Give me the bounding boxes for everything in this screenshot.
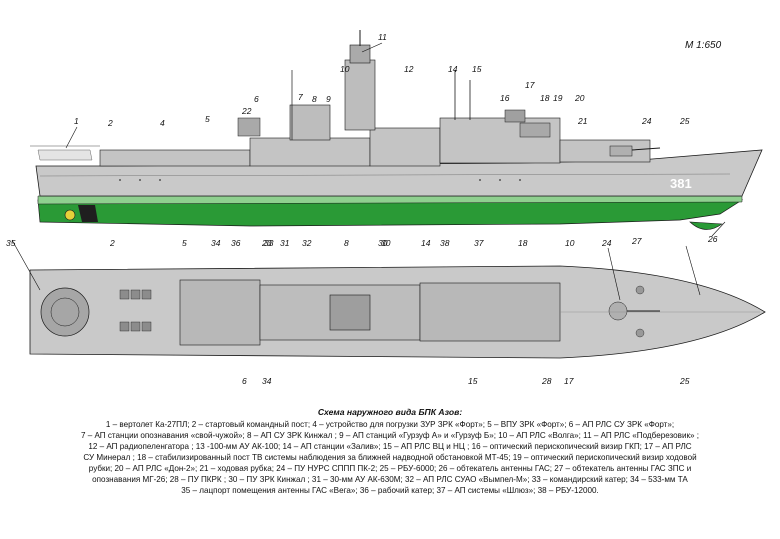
propeller (64, 209, 76, 221)
callout: 18 (518, 238, 528, 248)
callout: 2 (107, 118, 113, 128)
callout: 8 (312, 94, 317, 104)
sonar-dome (689, 221, 723, 230)
callout: 2 (109, 238, 115, 248)
callout: 1 (74, 116, 79, 126)
leader-lines (11, 42, 726, 301)
callout: 26 (707, 234, 718, 244)
helipad (40, 287, 90, 337)
callout: 24 (601, 238, 612, 248)
hull-number: 381 (670, 176, 692, 191)
profile-callouts: 1 2 4 5 6 7 8 9 10 11 12 14 15 16 17 18 … (6, 32, 718, 248)
callout: 15 (472, 64, 482, 74)
callout: 15 (468, 376, 478, 386)
callout: 19 (553, 93, 563, 103)
scale-label: М 1:650 (685, 40, 722, 51)
callout: 35 (6, 238, 16, 248)
callout: 18 (540, 93, 550, 103)
callout: 34 (211, 238, 221, 248)
callout: 8 (344, 238, 349, 248)
callout: 21 (577, 116, 588, 126)
legend-line: 1 – вертолет Ка-27ПЛ; 2 – стартовый кома… (105, 420, 675, 429)
caption: Схема наружного вида БПК Азов: 1 – верто… (0, 407, 780, 496)
plan-callouts: 2 5 6 8 10 14 15 17 18 24 25 28 30 31 32… (109, 238, 690, 386)
callout: 14 (421, 238, 431, 248)
callout: 32 (302, 238, 312, 248)
caption-title: Схема наружного вида БПК Азов: (317, 407, 463, 417)
callout: 12 (404, 64, 414, 74)
callout: 30 (378, 238, 388, 248)
callout: 37 (474, 238, 484, 248)
callout: 34 (262, 376, 272, 386)
callout: 25 (679, 116, 690, 126)
callout: 10 (565, 238, 575, 248)
callout: 10 (340, 64, 350, 74)
legend-line: 12 – АП радиопеленгатора ; 13 -100-мм АУ… (88, 442, 692, 451)
legend-line: 35 – лацпорт помещения антенны ГАС «Вега… (181, 486, 599, 495)
callout: 33 (264, 238, 274, 248)
helicopter (37, 149, 93, 161)
legend-line: опознавания МГ-26; 28 – ПУ ПКРК ; 30 – П… (92, 475, 688, 484)
callout: 20 (574, 93, 585, 103)
callout: 30 (381, 238, 391, 248)
callout: 6 (254, 94, 259, 104)
ship-drawing: 381 1 2 4 5 6 7 8 9 10 11 12 (6, 30, 766, 386)
callout: 7 (298, 92, 303, 102)
callout: 17 (525, 80, 535, 90)
legend-line: рубки; 20 – АП РЛС «Дон-2»; 21 – ходовая… (88, 464, 692, 473)
callout: 5 (182, 238, 187, 248)
top-plan (29, 265, 766, 359)
callout: 24 (641, 116, 652, 126)
callout: 17 (564, 376, 574, 386)
callout: 36 (231, 238, 241, 248)
callout: 31 (280, 238, 290, 248)
legend-line: СУ Минерал ; 18 – стабилизированный пост… (83, 453, 697, 462)
callout: 25 (679, 376, 690, 386)
underwater-hull (37, 199, 744, 227)
callout: 22 (241, 106, 252, 116)
callout: 23 (261, 238, 272, 248)
callout: 11 (378, 32, 387, 42)
callout: 16 (500, 93, 510, 103)
callout: 28 (541, 376, 552, 386)
callout: 6 (242, 376, 247, 386)
callout: 4 (160, 118, 165, 128)
callout: 5 (205, 114, 210, 124)
callout: 14 (448, 64, 458, 74)
callout: 38 (440, 238, 450, 248)
legend: 1 – вертолет Ка-27ПЛ; 2 – стартовый кома… (0, 419, 780, 496)
legend-line: 7 – АП станции опознавания «свой-чужой»;… (80, 431, 700, 440)
callout: 9 (326, 94, 331, 104)
side-profile: 381 (30, 30, 763, 230)
callout: 27 (631, 236, 642, 246)
